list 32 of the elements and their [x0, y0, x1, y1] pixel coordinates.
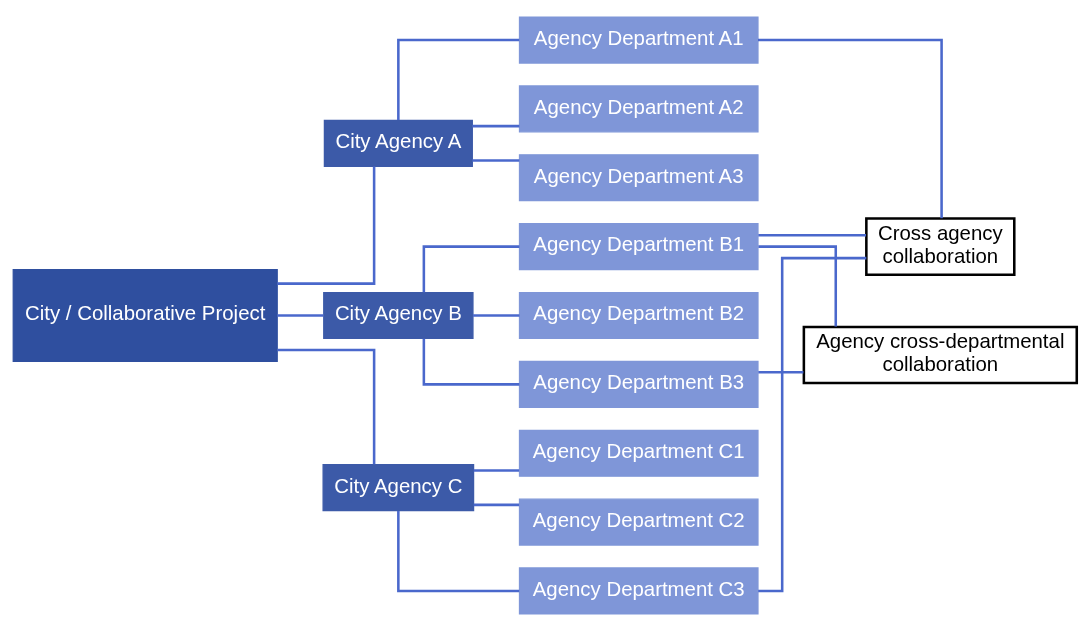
connector: [758, 38, 943, 218]
connector: [277, 166, 376, 285]
connector: [277, 313, 324, 317]
connector: [472, 124, 520, 127]
node-box: City Agency C: [322, 463, 475, 511]
connector: [473, 468, 520, 472]
node-box: Cross agency collaboration: [865, 216, 1016, 276]
node-box: Agency Department B3: [518, 360, 759, 408]
node-box: Agency Department C3: [518, 566, 759, 615]
node-box: City Agency A: [323, 119, 473, 167]
node-box: Agency Department B1: [518, 222, 759, 270]
node-box: Agency Department A3: [518, 153, 759, 201]
node-box: Agency Department A1: [518, 15, 759, 64]
connector: [472, 158, 520, 162]
connector: [422, 338, 520, 386]
connector: [758, 256, 867, 592]
node-box: Agency Department A2: [518, 84, 759, 132]
node-box: City / Collaborative Project: [12, 268, 278, 362]
connector: [422, 244, 520, 292]
connector: [758, 370, 804, 374]
connector: [397, 510, 520, 592]
node-box: City Agency B: [323, 291, 474, 339]
connector: [397, 38, 520, 120]
node-box: Agency Department C2: [518, 498, 759, 546]
node-box: Agency Department C1: [518, 429, 759, 477]
connector: [277, 348, 376, 464]
node-box: Agency Department B2: [518, 291, 759, 339]
connector: [473, 503, 520, 506]
connector: [758, 244, 838, 327]
connector: [758, 233, 866, 236]
connector: [473, 313, 520, 317]
node-box: Agency cross-departmental collaboration: [802, 325, 1079, 384]
